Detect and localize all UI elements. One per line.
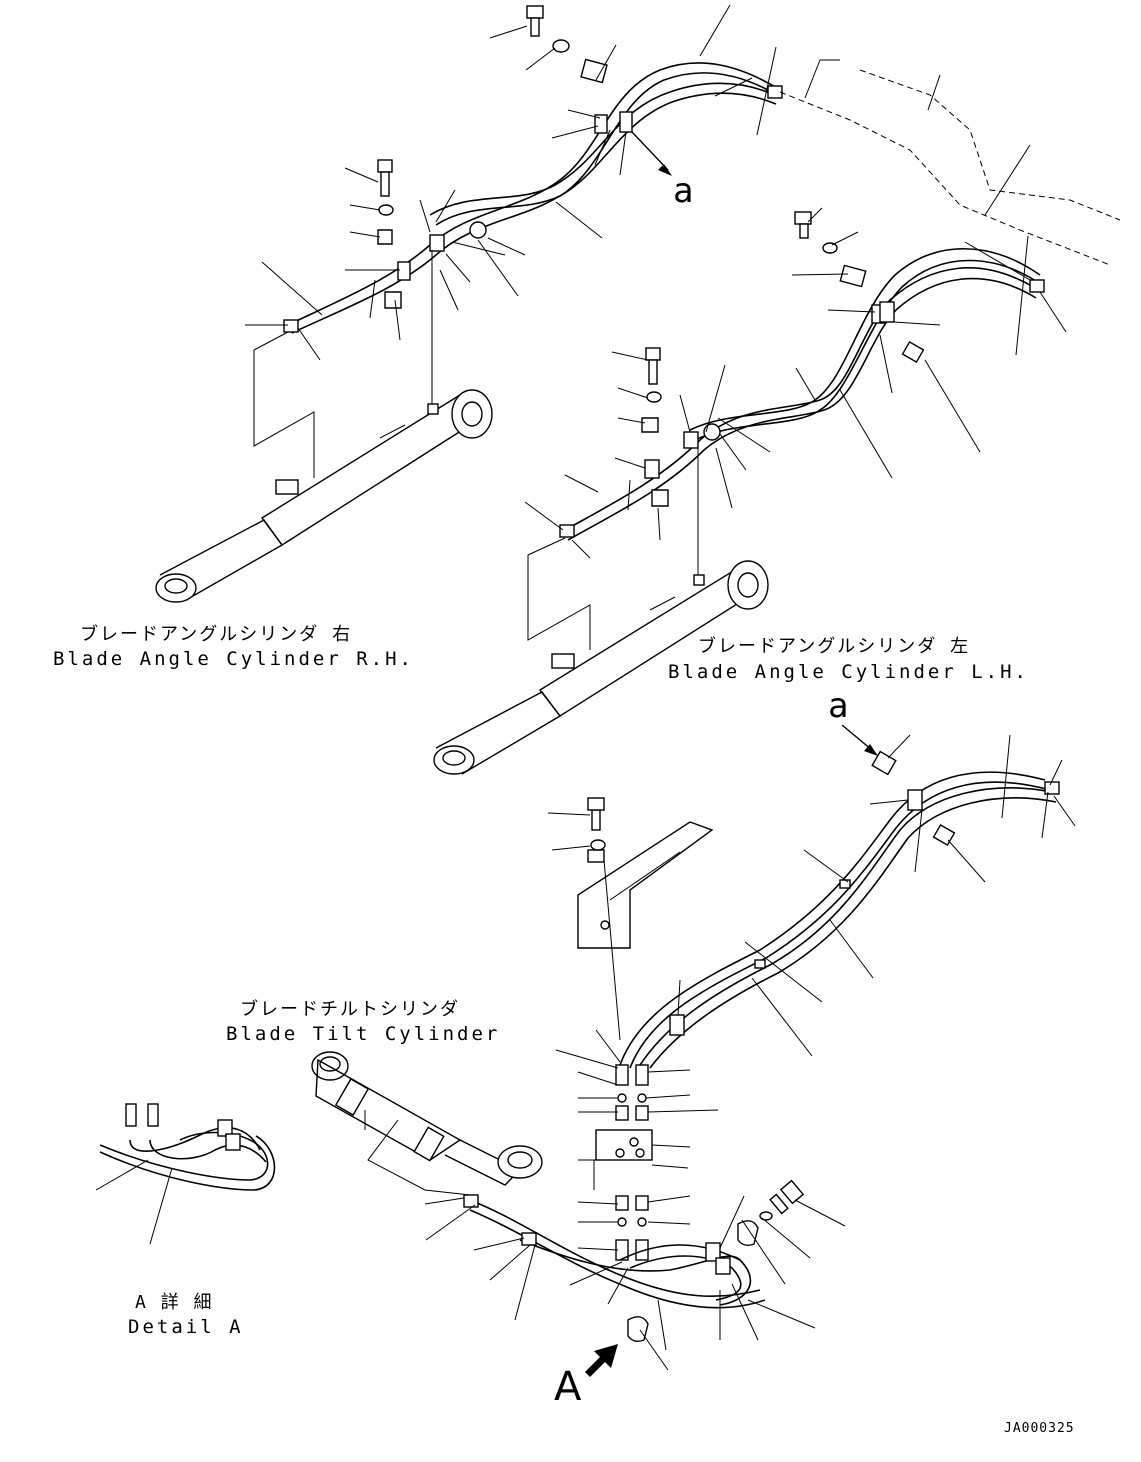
clip-icon [932, 823, 956, 847]
bolt-icon [645, 347, 661, 361]
washer-icon [822, 242, 838, 254]
hose-clamp-icon [683, 431, 699, 449]
rh-label-en: Blade Angle Cylinder R.H. [53, 648, 414, 670]
fitting-icon [615, 1064, 629, 1086]
hose-line [619, 1244, 752, 1306]
clamp-plate-icon [839, 264, 867, 288]
hose-line [567, 277, 1037, 541]
drawing-number: JA000325 [1004, 1421, 1075, 1436]
hose-line [149, 1139, 267, 1163]
hose-clamp-icon [705, 1242, 721, 1262]
hose-line [649, 797, 1057, 1069]
hose-clamp-icon [907, 789, 923, 811]
tilt-hose-assembly [547, 734, 1076, 1261]
hose-line [129, 1126, 261, 1152]
arrow-head-icon [864, 744, 878, 756]
hose-clamp-icon [217, 1119, 233, 1137]
clamp-plate-icon [580, 58, 608, 84]
lh-hose-assembly [524, 207, 1067, 650]
hose-fitting-icon [521, 1232, 537, 1246]
tilt-lower-hoses [424, 1179, 846, 1371]
detail-a-drawing [95, 1103, 276, 1245]
fitting-icon [635, 1064, 649, 1086]
view-a-label: A [554, 1364, 582, 1410]
rh-label-jp: ブレードアングルシリンダ 右 [80, 623, 352, 645]
clip-icon [641, 417, 659, 433]
clip-icon [651, 489, 669, 507]
hose-fitting-icon [463, 1194, 479, 1208]
washer-icon [378, 204, 394, 216]
clip-icon [871, 750, 897, 776]
hose-clamp-icon [644, 459, 660, 479]
bolt-icon [526, 5, 544, 37]
hose-line [629, 781, 1051, 1069]
hose-clamp-icon [669, 1014, 685, 1036]
hose-fitting-icon [1029, 279, 1045, 293]
hose-fitting-icon [283, 319, 299, 333]
steel-pipe-phantom [779, 91, 1111, 266]
detail-a-label-jp: A 詳 細 [135, 1292, 214, 1313]
hose-line [564, 267, 1036, 531]
rh-cylinder-drawing [155, 389, 493, 603]
hose-clamp-icon [839, 879, 851, 889]
hose-clamp-icon [879, 301, 895, 323]
rh-hose-assembly [245, 4, 1121, 478]
clip-icon [737, 1220, 759, 1247]
bolt-icon [377, 159, 393, 173]
clip-icon [627, 1316, 649, 1343]
hose-line [469, 1199, 761, 1298]
washer-icon [552, 39, 570, 53]
lh-label-en: Blade Angle Cylinder L.H. [668, 661, 1029, 683]
hose-clamp-icon [715, 1257, 731, 1275]
detail-a-label-en: Detail A [128, 1316, 244, 1338]
hose-clamp-icon [429, 234, 445, 252]
reference-a-bottom: a [828, 686, 848, 726]
hose-line [469, 1209, 766, 1309]
view-a-arrow-icon [585, 1344, 618, 1377]
fitting-icon [147, 1103, 159, 1127]
clip-icon [377, 229, 393, 245]
hose-line [694, 259, 1043, 441]
hose-line [519, 1239, 741, 1272]
hose-line [429, 82, 776, 216]
lh-cylinder-drawing [433, 560, 769, 775]
fitting-icon [125, 1103, 137, 1127]
hose-fitting-icon [559, 524, 575, 538]
clip-icon [384, 291, 402, 309]
hose-clamp-icon [754, 959, 766, 969]
hose-line [639, 787, 1053, 1066]
hose-line [287, 62, 781, 326]
bolt-icon [794, 211, 812, 225]
hose-fitting-icon [1044, 781, 1060, 795]
elbow-fitting-icon [469, 221, 487, 239]
mounting-bracket [577, 821, 714, 949]
washer-icon [646, 391, 662, 403]
elbow-fitting-icon [703, 423, 721, 441]
hose-clamp-icon [397, 261, 411, 281]
hose-line [99, 1135, 276, 1191]
bolt-icon [779, 1179, 805, 1205]
hose-line [435, 92, 777, 226]
tilt-label-en: Blade Tilt Cylinder [226, 1023, 500, 1045]
hose-clamp-icon [619, 111, 633, 133]
tilt-label-jp: ブレードチルトシリンダ [240, 998, 460, 1020]
steel-pipe-phantom [859, 69, 1121, 221]
bolt-icon [587, 849, 605, 863]
hose-line [689, 247, 1041, 431]
hose-fitting-icon [767, 85, 783, 99]
hose-clamp-icon [225, 1133, 241, 1151]
reference-a-top: a [673, 171, 693, 211]
hose-clamp-icon [594, 114, 608, 134]
arrow-head-icon [658, 164, 672, 176]
lh-label-jp: ブレードアングルシリンダ 左 [698, 635, 970, 657]
washer-icon [759, 1211, 773, 1221]
tilt-cylinder-drawing [311, 1051, 543, 1196]
clip-icon [901, 340, 925, 364]
washer-icon [590, 839, 606, 851]
